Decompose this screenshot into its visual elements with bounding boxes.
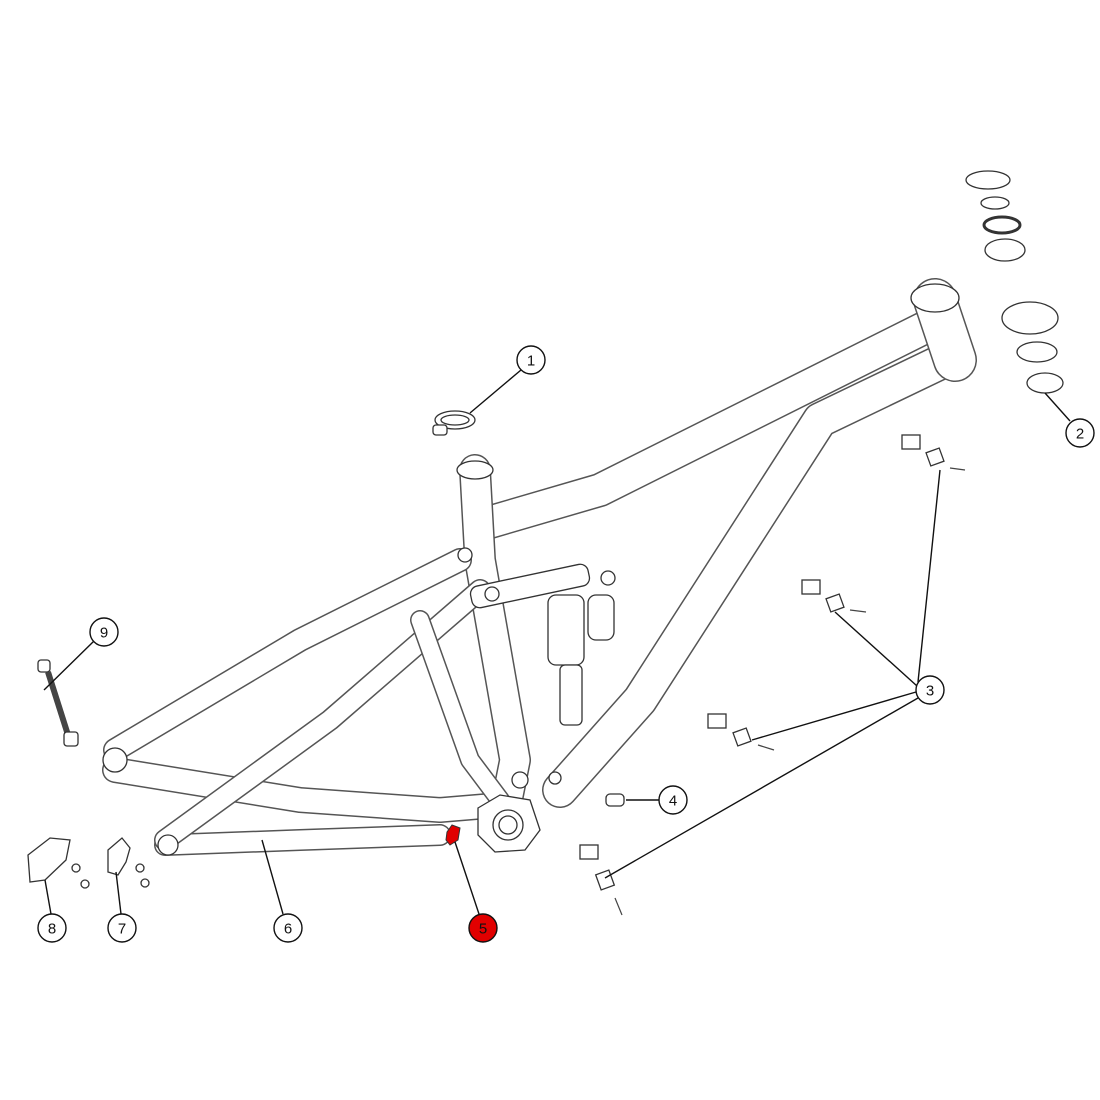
seatstay (103, 548, 510, 851)
dropouts (102, 747, 179, 856)
part-1-seat-clamp[interactable] (432, 410, 476, 436)
callout-8[interactable]: 8 (37, 913, 67, 943)
callout-label: 2 (1076, 426, 1084, 443)
top-tube (463, 303, 957, 542)
head-tube (910, 278, 977, 382)
part-8-derailleur-hanger[interactable] (27, 837, 90, 889)
callout-5-selected[interactable]: 5 (468, 913, 498, 943)
callout-label: 1 (527, 353, 535, 370)
callout-3[interactable]: 3 (915, 675, 945, 705)
leader-lines (43, 369, 1071, 915)
callout-7[interactable]: 7 (107, 913, 137, 943)
part-9-thru-axle[interactable] (37, 659, 79, 747)
seat-tube (459, 454, 531, 826)
frame (102, 278, 977, 856)
part-3-cable-guides[interactable] (579, 434, 966, 916)
callout-label: 6 (284, 921, 292, 938)
seat-tube-top (456, 460, 494, 480)
callout-label: 7 (118, 921, 126, 938)
down-tube (542, 342, 963, 808)
bottom-bracket (477, 771, 562, 853)
part-7-derailleur-hanger[interactable] (107, 837, 150, 888)
callout-label: 4 (669, 793, 677, 810)
part-4-grommet[interactable] (605, 793, 625, 807)
part-2-headset[interactable] (965, 170, 1064, 394)
callout-label: 8 (48, 921, 56, 938)
callout-6[interactable]: 6 (273, 913, 303, 943)
callout-label: 3 (926, 683, 934, 700)
callout-9[interactable]: 9 (89, 617, 119, 647)
callout-label: 9 (100, 625, 108, 642)
part-5-highlighted[interactable] (445, 824, 461, 846)
callout-label: 5 (479, 921, 487, 938)
callout-2[interactable]: 2 (1065, 418, 1095, 448)
shock (457, 547, 616, 726)
callout-4[interactable]: 4 (658, 785, 688, 815)
chainstay (102, 757, 513, 856)
callout-1[interactable]: 1 (516, 345, 546, 375)
